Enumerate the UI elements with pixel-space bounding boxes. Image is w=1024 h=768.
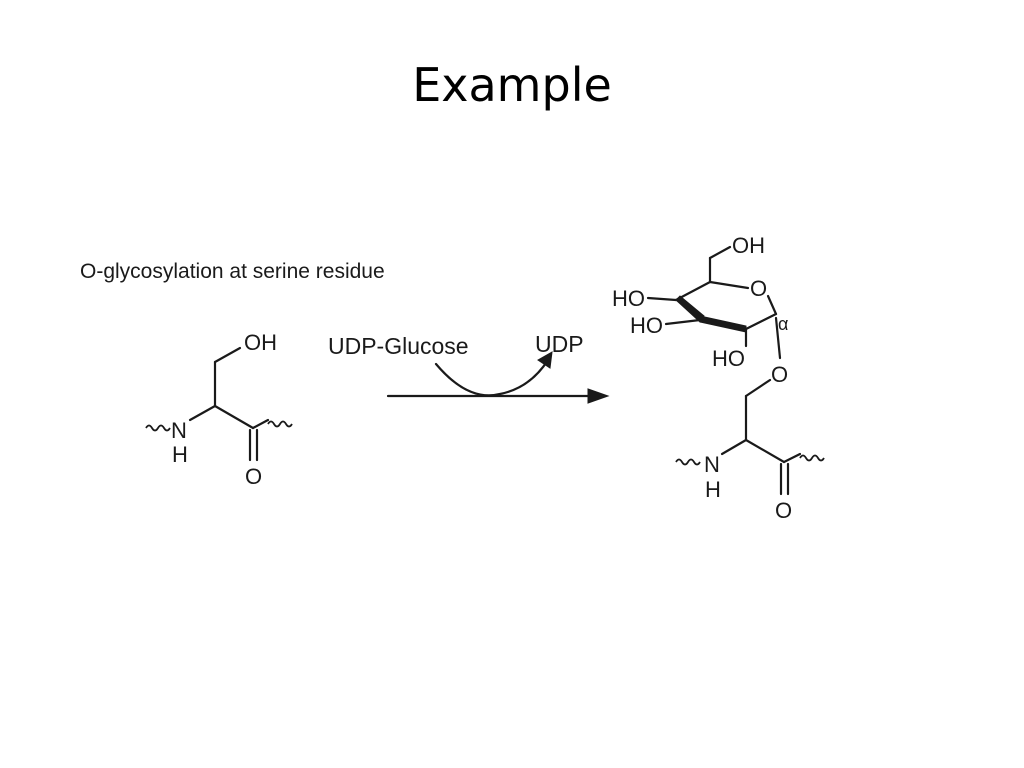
product-wavy-right <box>799 454 825 462</box>
bond-c3-ho <box>664 318 702 326</box>
wavy-bond-right <box>267 420 293 428</box>
serine-oh-label: OH <box>244 330 277 355</box>
reaction-arrow-group: UDP-Glucose UDP <box>328 331 610 404</box>
bond-n-calpha <box>188 404 217 422</box>
product-o-label: O <box>775 498 792 523</box>
main-arrow-head <box>587 388 610 404</box>
bond-c4-ho <box>646 296 678 302</box>
bond-c-wavy-product <box>782 452 802 464</box>
bond-calpha-c-product <box>744 438 786 464</box>
bond-calpha-n <box>720 438 748 456</box>
serine-h-label: H <box>172 442 188 467</box>
bond-c1-olink <box>774 316 782 360</box>
curved-arrow-head <box>537 351 553 369</box>
wedge-c4-c3 <box>675 295 705 323</box>
bond-c5-o5 <box>708 280 750 290</box>
bond-olink-cb <box>744 378 772 398</box>
bond-c2-c1 <box>744 312 778 331</box>
alpha-label: α <box>778 314 788 334</box>
product-link-o: O <box>771 362 788 387</box>
product-oh-top: OH <box>732 233 765 258</box>
serine-structure: N H OH O <box>145 330 293 489</box>
bond-o5-c1 <box>766 294 778 316</box>
slide-title: Example <box>412 58 612 112</box>
product-wavy-left <box>675 458 701 466</box>
product-h-label: H <box>705 477 721 502</box>
curved-arrow <box>434 358 550 397</box>
product-ho-bottom: HO <box>712 346 745 371</box>
serine-o-label: O <box>245 464 262 489</box>
product-ring-o: O <box>750 276 767 301</box>
wavy-bond-left <box>145 424 171 432</box>
bond-cb-oh <box>213 346 242 364</box>
product-ho-lower: HO <box>630 313 663 338</box>
reagent-udp-glucose: UDP-Glucose <box>328 333 469 359</box>
reagent-udp: UDP <box>535 331 584 357</box>
product-ho-upper: HO <box>612 286 645 311</box>
wedge-c3-c2 <box>699 315 747 333</box>
product-structure: OH O HO HO HO α O N H <box>612 233 825 523</box>
bond-c6-oh <box>708 245 732 260</box>
bond-calpha-c <box>213 404 255 430</box>
serine-n-label: N <box>171 418 187 443</box>
product-n-label: N <box>704 452 720 477</box>
bond-c-wavy <box>251 418 270 430</box>
diagram-caption: O-glycosylation at serine residue <box>80 260 385 283</box>
